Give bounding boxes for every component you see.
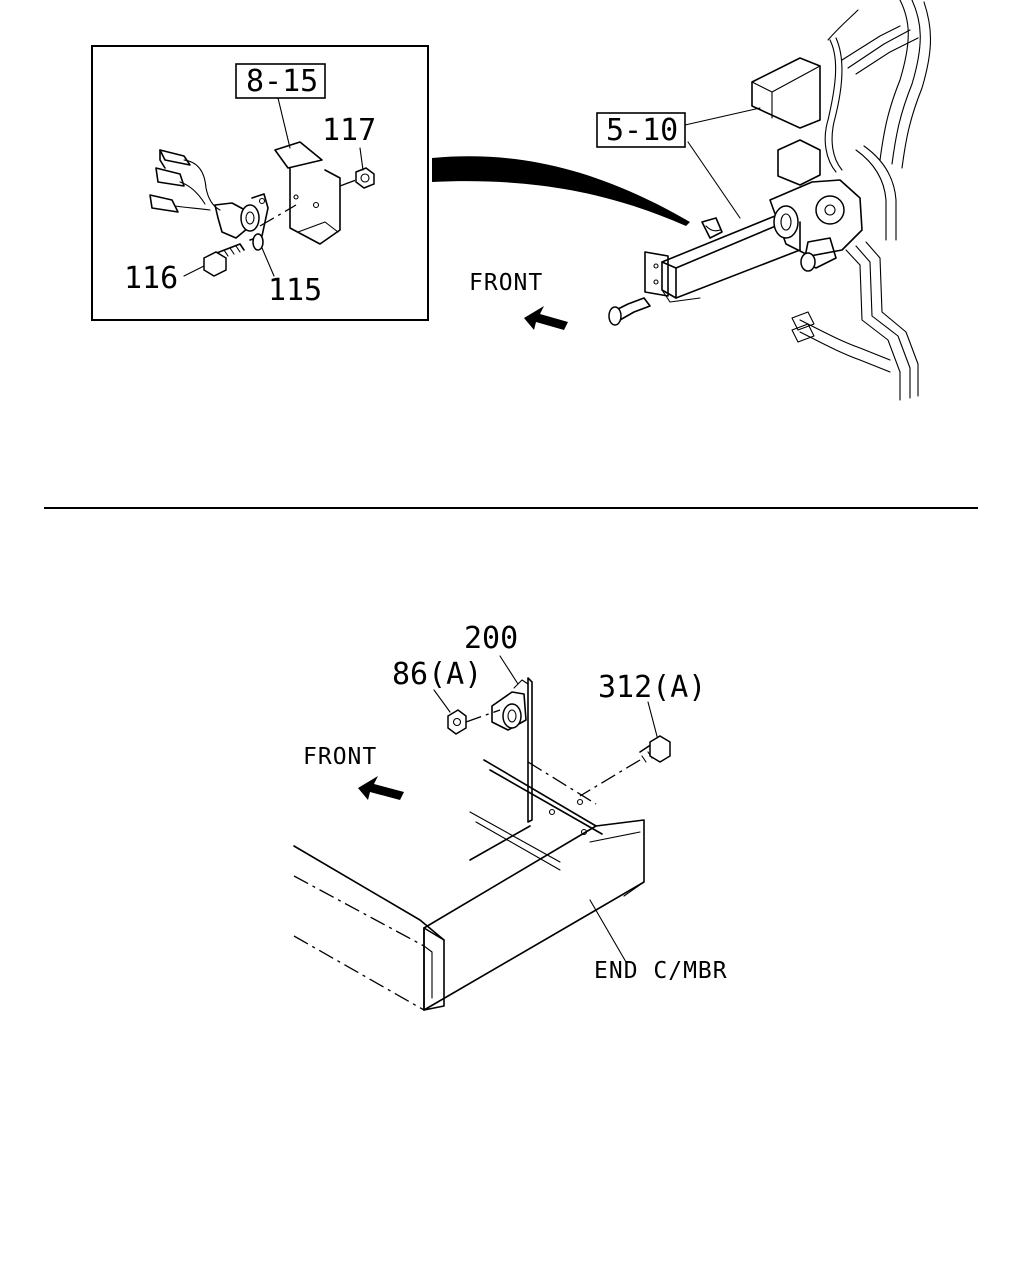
part-86a: 86(A): [392, 657, 482, 692]
bolt-312a: [639, 735, 671, 763]
sensor-bracket: [274, 141, 341, 245]
frame-end-crossmember: [293, 759, 645, 1011]
callout-5-10: 5-10: [606, 113, 678, 148]
part-117: 117: [322, 113, 376, 148]
nut-117: [355, 167, 375, 189]
front-arrow-top-icon: [524, 306, 568, 330]
front-label-top: FRONT: [469, 270, 543, 296]
washer-115: [252, 233, 264, 251]
part-115: 115: [268, 273, 322, 308]
sensor-200: [491, 677, 533, 823]
callout-box-8-15: [235, 63, 326, 99]
part-116: 116: [124, 261, 178, 296]
part-200: 200: [464, 621, 518, 656]
detail-pointer-arrow: [432, 156, 690, 226]
callout-box-5-10: [596, 112, 686, 148]
end-cmbr-label: END C/MBR: [594, 958, 728, 984]
nut-86a: [447, 709, 467, 735]
front-label-bottom: FRONT: [303, 744, 377, 770]
chassis-assembly: [608, 0, 932, 401]
part-312a: 312(A): [598, 670, 706, 705]
sensor-assembly: [149, 149, 269, 241]
inset-detail-panel: 8-15 117: [91, 45, 429, 321]
front-arrow-bottom-icon: [358, 776, 404, 800]
callout-8-15: 8-15: [246, 64, 318, 99]
bolt-116: [203, 243, 245, 277]
